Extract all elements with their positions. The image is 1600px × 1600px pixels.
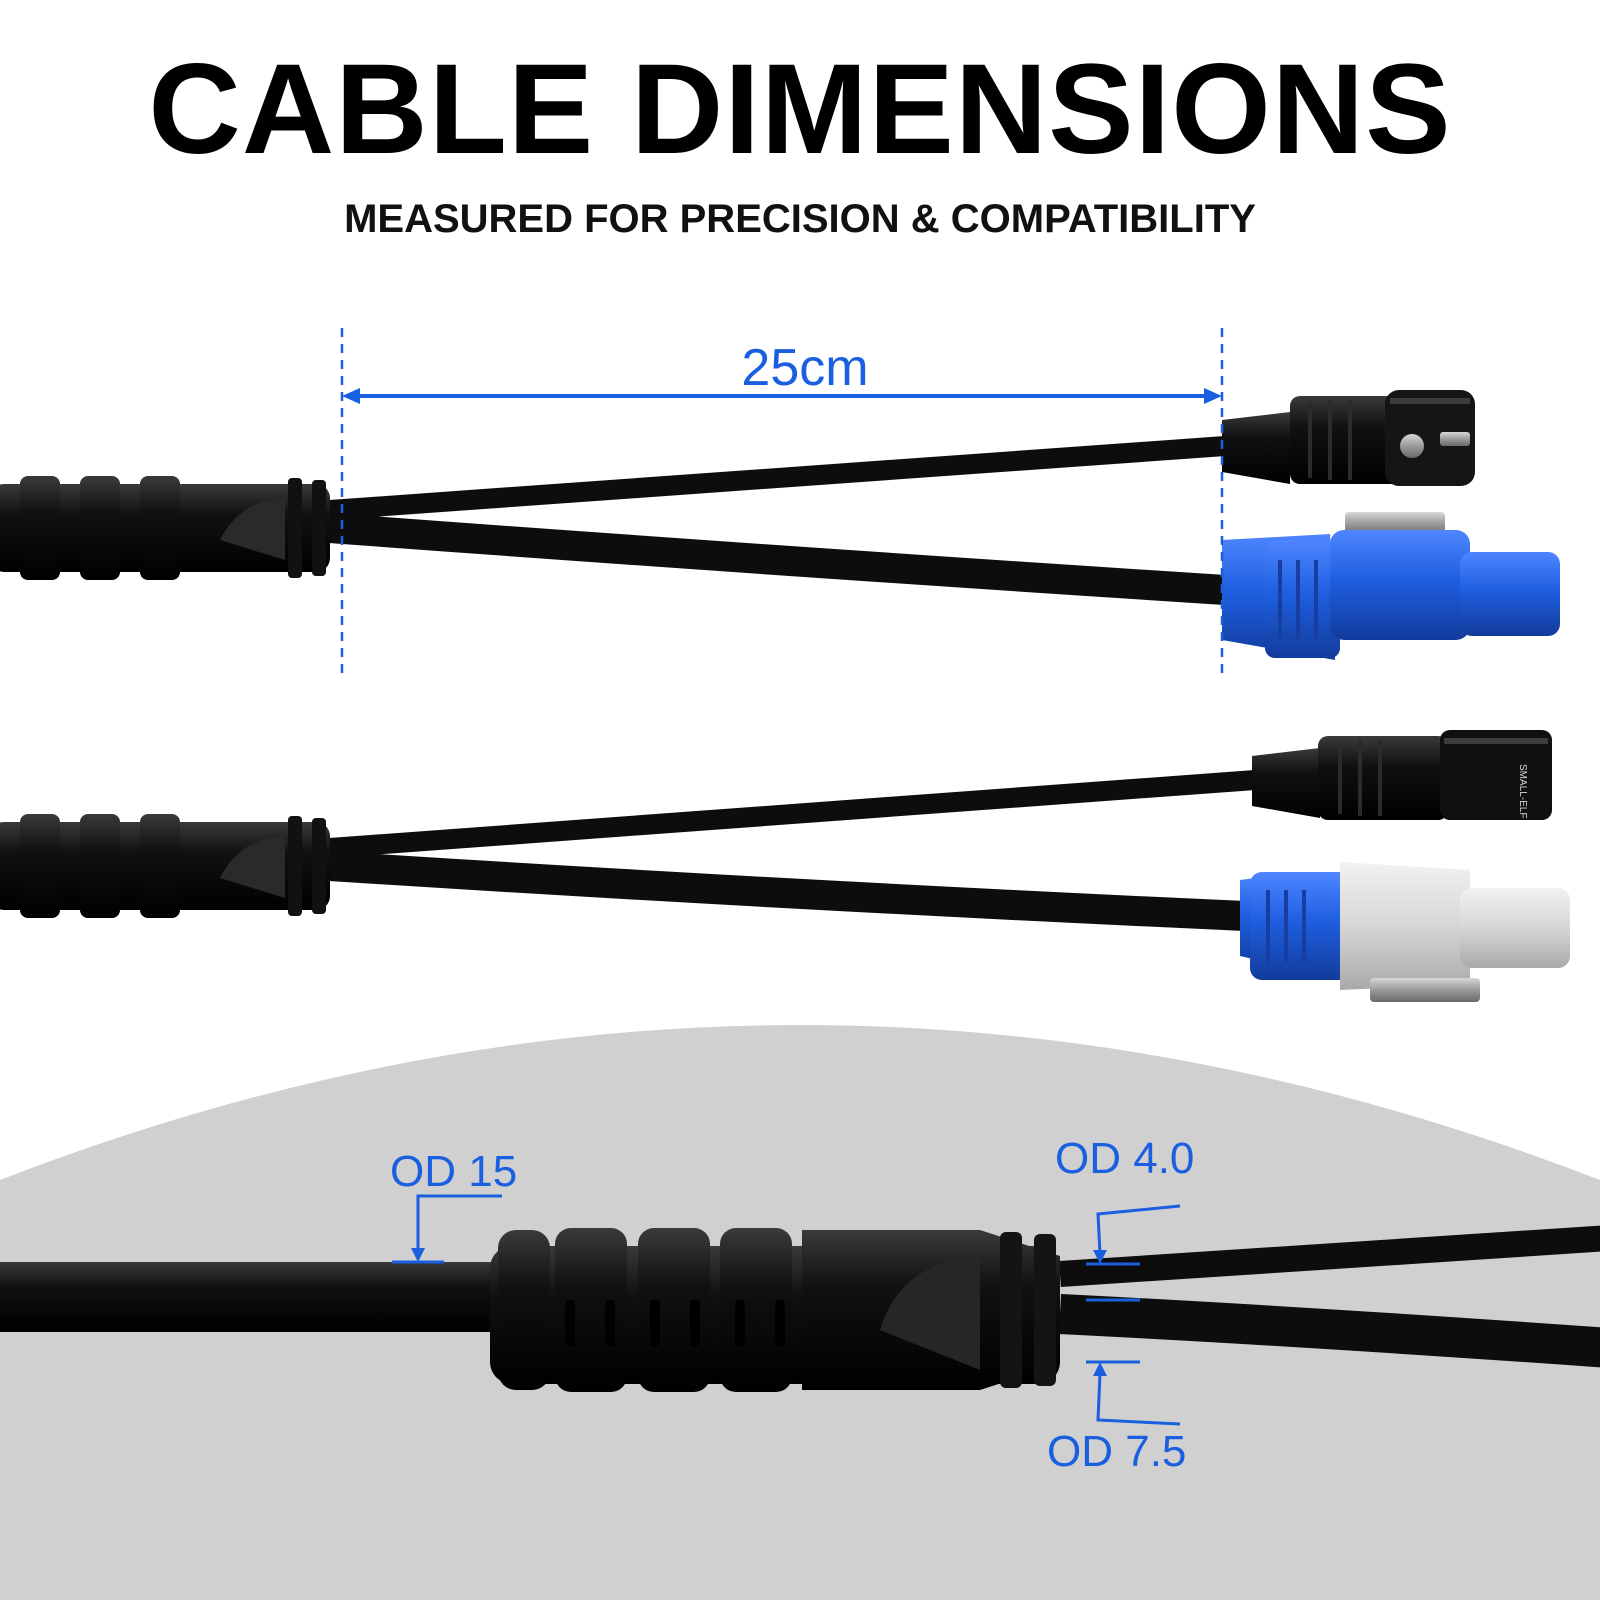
page-subtitle: MEASURED FOR PRECISION & COMPATIBILITY (344, 197, 1256, 241)
splitter-boot-icon (0, 814, 330, 918)
od-signal-label: OD 4.0 (1055, 1134, 1195, 1183)
powercon-blue-icon (1222, 512, 1560, 660)
length-label: 25cm (741, 339, 869, 397)
length-dimension (340, 328, 1224, 676)
splitter-boot-icon (0, 476, 330, 580)
splitter-boot-icon (490, 1228, 1060, 1392)
xlr-female-icon (1222, 390, 1475, 486)
page-title: CABLE DIMENSIONS (148, 38, 1452, 181)
middle-cable-assembly: SMALL-ELF (0, 730, 1570, 1002)
od-callouts (392, 1194, 1181, 1426)
top-cable-assembly (0, 390, 1560, 660)
powercon-white-icon (1240, 862, 1570, 1002)
closeup-cable-assembly (0, 1225, 1600, 1392)
xlr-male-icon: SMALL-ELF (1252, 730, 1552, 820)
od-power-label: OD 7.5 (1047, 1427, 1187, 1476)
connector-print: SMALL-ELF (1517, 764, 1528, 818)
od-main-label: OD 15 (390, 1147, 518, 1196)
